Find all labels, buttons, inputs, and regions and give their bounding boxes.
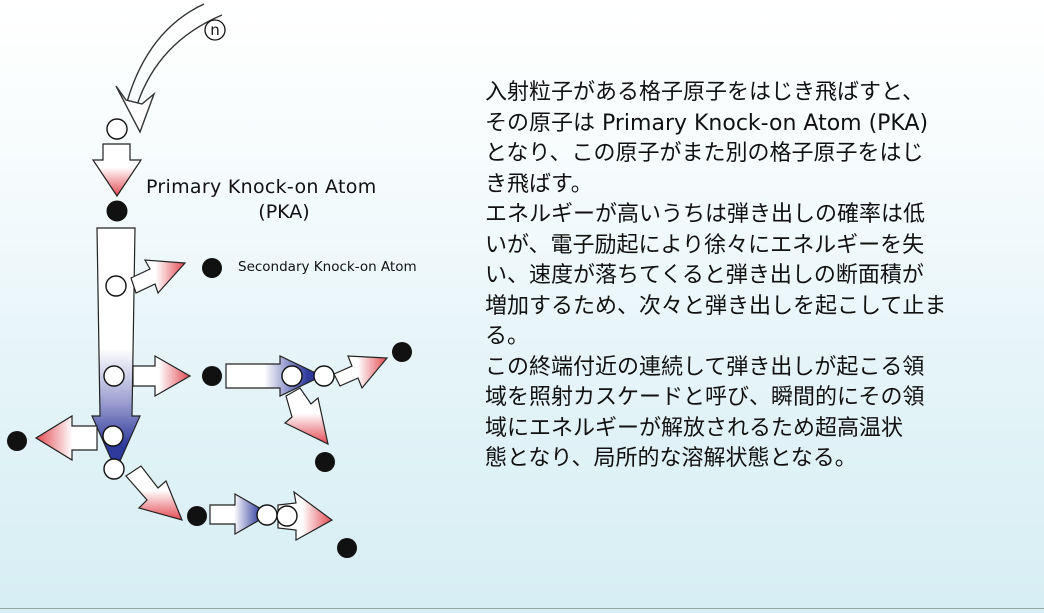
cascade-diagram: n xyxy=(7,3,412,558)
secondary-knockon-arrow xyxy=(130,259,187,295)
displaced-atom xyxy=(103,365,125,387)
description-text: 入射粒子がある格子原子をはじき飛ばすと、 その原子は Primary Knock… xyxy=(485,78,1030,475)
description-paragraph: 入射粒子がある格子原子をはじき飛ばすと、 その原子は Primary Knock… xyxy=(485,80,929,197)
cascade-branch-arrow xyxy=(283,387,329,446)
cascade-atom xyxy=(392,342,412,362)
primary-knockon-label: Primary Knock-on Atom xyxy=(146,176,377,198)
pka-label: (PKA) xyxy=(258,201,310,223)
displaced-atom xyxy=(102,425,124,447)
bottom-divider xyxy=(0,608,1044,609)
cascade-branch-arrow xyxy=(225,355,324,397)
cascade-atom xyxy=(315,452,335,472)
cascade-branch-arrow xyxy=(333,355,389,390)
displaced-atom xyxy=(105,275,127,297)
secondary-knockon-atom xyxy=(202,258,222,278)
knockon-arrow xyxy=(132,354,192,398)
neutron-symbol-text: n xyxy=(210,21,220,39)
displaced-atom xyxy=(256,504,278,526)
displaced-atom xyxy=(281,365,303,387)
cascade-branch-arrow xyxy=(209,492,272,536)
pka-atom xyxy=(106,200,128,222)
incident-atom xyxy=(106,118,128,140)
knockon-arrow-left xyxy=(34,414,98,462)
cascade-branch-arrow xyxy=(277,490,334,542)
displaced-atom xyxy=(276,505,298,527)
knockon-arrow xyxy=(125,465,184,521)
incident-arrow xyxy=(91,143,143,198)
neutron-symbol: n xyxy=(204,19,226,41)
displaced-atom xyxy=(313,365,335,387)
neutron-incoming-arrow xyxy=(115,3,223,134)
description-paragraph: この終端付近の連続して弾き出しが起こる領 域を照射カスケードと呼び、瞬間的にその… xyxy=(485,354,925,472)
secondary-knockon-label: Secondary Knock-on Atom xyxy=(238,259,417,275)
cascade-atom xyxy=(337,538,357,558)
description-paragraph: エネルギーが高いうちは弾き出しの確率は低 いが、電子励起により徐々にエネルギーを… xyxy=(485,202,947,349)
pka-trajectory-arrow xyxy=(91,227,141,472)
knockon-atom xyxy=(187,506,207,526)
knockon-atom xyxy=(202,366,222,386)
knockon-atom xyxy=(7,431,27,451)
displaced-atom xyxy=(103,458,125,480)
